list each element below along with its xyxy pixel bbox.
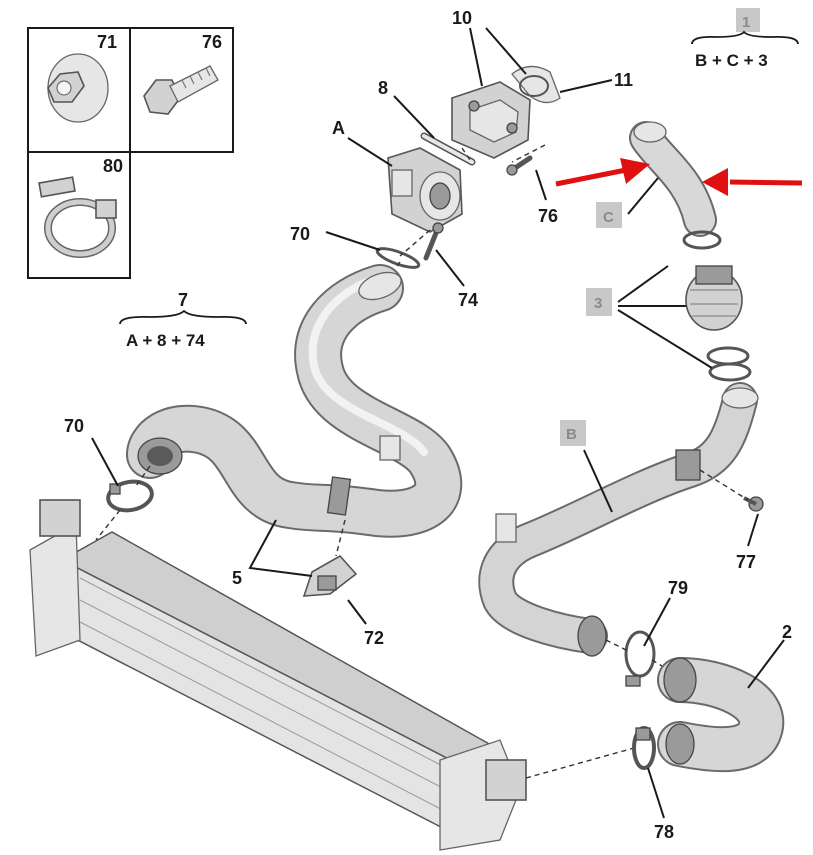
callout-72: 72 bbox=[364, 628, 384, 648]
kit-1-number: 1 bbox=[742, 14, 750, 31]
valve-housing bbox=[451, 81, 531, 159]
clamp-78 bbox=[632, 726, 656, 770]
callout-10: 10 bbox=[452, 8, 472, 28]
clamp-70 bbox=[106, 479, 154, 513]
duct-C bbox=[629, 121, 717, 237]
callout-76: 76 bbox=[538, 206, 558, 226]
resonator-3 bbox=[682, 230, 752, 382]
callout-74: 74 bbox=[458, 290, 478, 310]
callouts: 10 11 8 A 76 C 70 74 3 70 B 77 5 72 79 2… bbox=[64, 8, 792, 842]
elbow-hose-2 bbox=[657, 657, 785, 773]
assembly-line bbox=[699, 469, 749, 501]
label-box-C bbox=[596, 202, 622, 228]
callout-70-upper: 70 bbox=[290, 224, 310, 244]
assembly-line bbox=[461, 147, 471, 161]
callout-A: A bbox=[332, 118, 345, 138]
inset-label-71: 71 bbox=[97, 32, 117, 52]
callout-77: 77 bbox=[736, 552, 756, 572]
callout-2: 2 bbox=[782, 622, 792, 642]
kit-formula-7: 7 A + 8 + 74 bbox=[119, 290, 247, 350]
leader-lines bbox=[91, 27, 785, 819]
screw-76-upper bbox=[506, 155, 533, 176]
seal-8 bbox=[420, 132, 476, 166]
assembly-line bbox=[135, 465, 151, 487]
inset-label-80: 80 bbox=[103, 156, 123, 176]
seal-79 bbox=[624, 630, 656, 687]
callout-78: 78 bbox=[654, 822, 674, 842]
kit-7-number: 7 bbox=[178, 290, 188, 310]
callout-79: 79 bbox=[668, 578, 688, 598]
intercooler bbox=[29, 499, 527, 851]
assembly-line bbox=[335, 519, 346, 557]
gasket-11 bbox=[511, 65, 561, 104]
oring-70-upper bbox=[375, 247, 421, 269]
assembly-line bbox=[605, 639, 631, 653]
kit-formula-1: 1 B + C + 3 bbox=[691, 8, 799, 70]
assembly-line bbox=[399, 229, 431, 257]
clip-72 bbox=[302, 554, 358, 597]
bolt-icon bbox=[143, 65, 219, 115]
kit-7-expression: A + 8 + 74 bbox=[126, 331, 205, 350]
throttle-body-A bbox=[387, 147, 463, 233]
assembly-line bbox=[511, 144, 546, 163]
kit-1-expression: B + C + 3 bbox=[695, 51, 768, 70]
hose-clamp-icon bbox=[38, 176, 117, 258]
callout-5: 5 bbox=[232, 568, 242, 588]
flange-nut-icon bbox=[47, 53, 109, 123]
label-box-B bbox=[560, 420, 586, 446]
callout-3: 3 bbox=[594, 295, 602, 312]
pipe-B bbox=[478, 382, 759, 657]
screw-74 bbox=[423, 222, 444, 261]
red-arrow-right bbox=[702, 168, 803, 196]
red-arrow-left bbox=[555, 158, 650, 187]
callout-70-lower: 70 bbox=[64, 416, 84, 436]
callout-8: 8 bbox=[378, 78, 388, 98]
assembly-line bbox=[525, 747, 635, 779]
assembly-line bbox=[95, 509, 121, 541]
callout-C: C bbox=[603, 209, 614, 226]
callout-B: B bbox=[566, 426, 577, 443]
inset-label-76: 76 bbox=[202, 32, 222, 52]
callout-11: 11 bbox=[614, 70, 633, 90]
inset-box: 71 76 80 bbox=[27, 27, 234, 279]
hose-5 bbox=[126, 264, 463, 538]
label-box-3 bbox=[586, 288, 612, 316]
